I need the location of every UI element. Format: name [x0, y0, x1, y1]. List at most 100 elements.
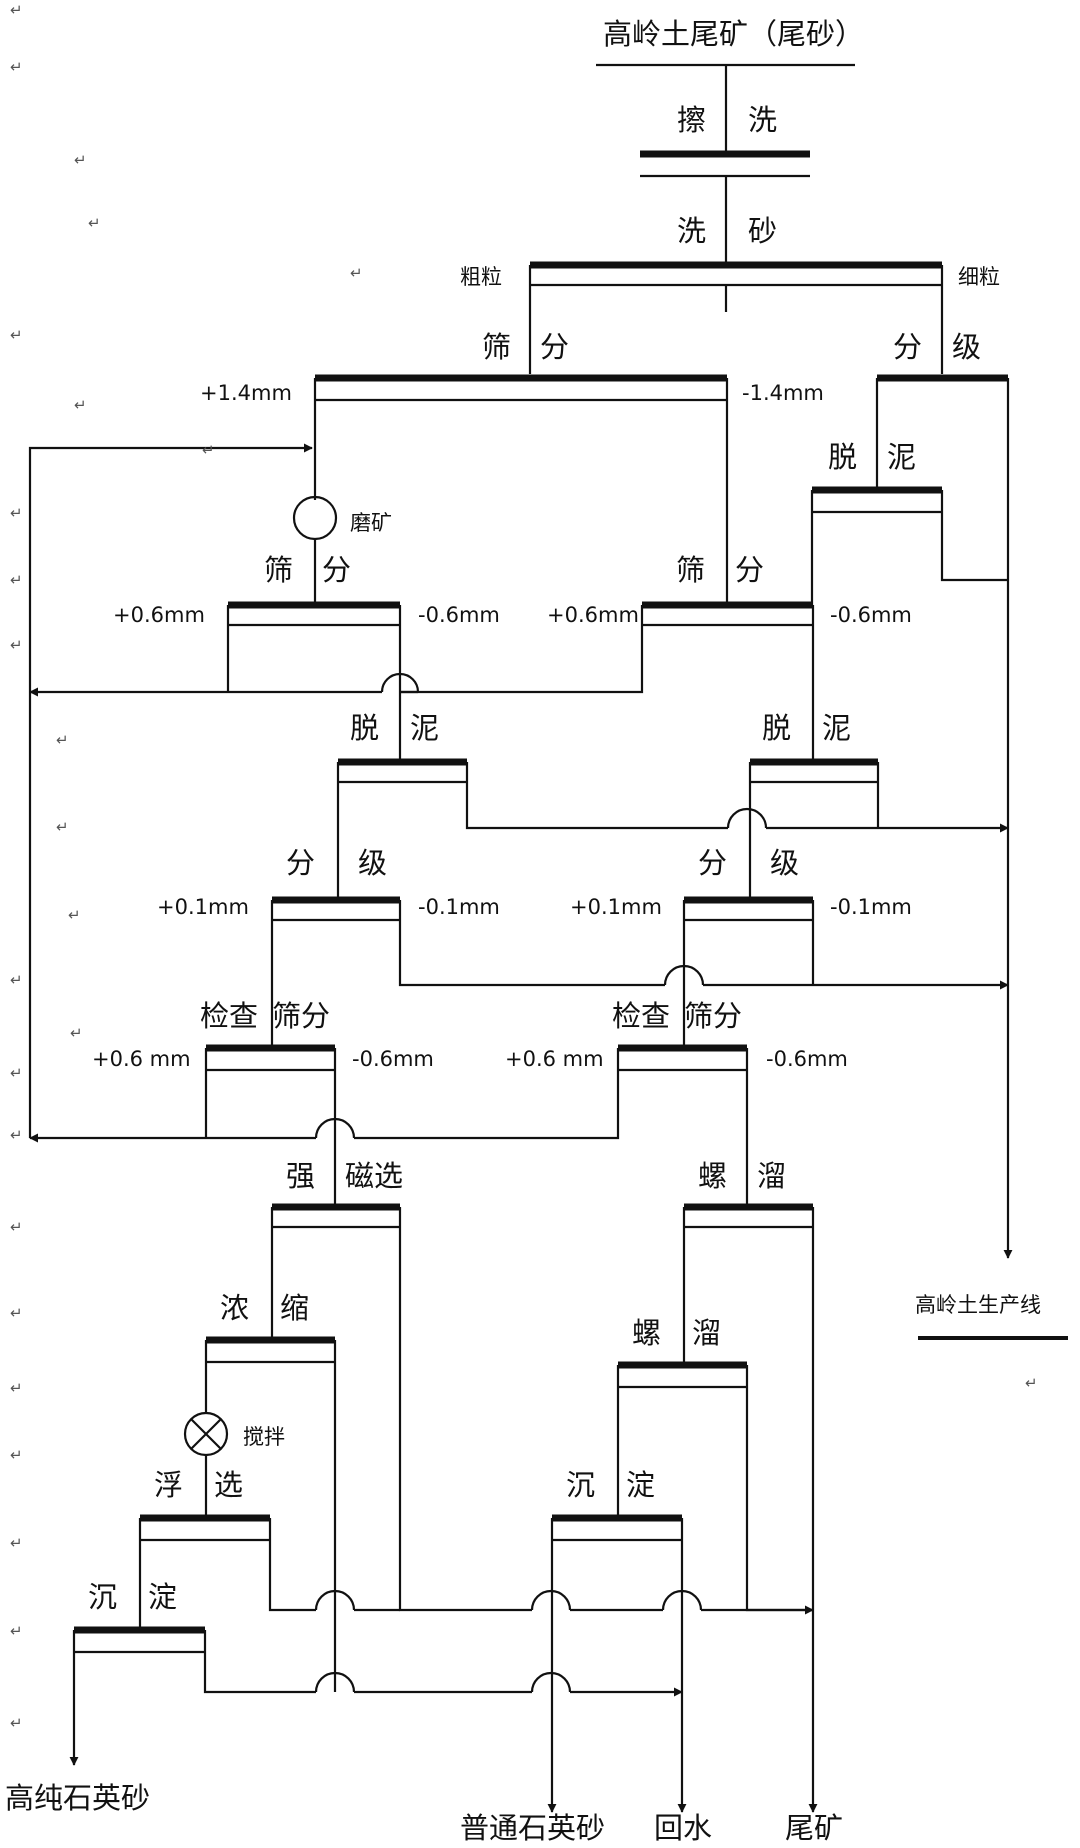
return-mark: ↵ [10, 1064, 23, 1082]
hop-over-line-4 [314, 1117, 356, 1139]
return-mark: ↵ [10, 571, 23, 589]
wash-label-a: 洗 [677, 214, 706, 248]
return-mark: ↵ [70, 1024, 83, 1042]
return-mark: ↵ [68, 906, 81, 924]
return-mark: ↵ [10, 636, 23, 654]
return-mark: ↵ [10, 1534, 23, 1552]
return-line [28, 443, 313, 1138]
return-mark: ↵ [56, 818, 69, 836]
classR-label-b: 级 [770, 846, 799, 880]
desl2R-label-a: 脱 [762, 711, 791, 745]
desl2R-label-b: 泥 [822, 711, 851, 745]
classify1-label-a: 分 [893, 330, 922, 364]
plus06a-label: +0.6mm [113, 603, 205, 627]
settleL-label-b: 淀 [148, 1580, 177, 1614]
desl2L-slime-line [465, 762, 728, 830]
spiral2-label-a: 螺 [632, 1316, 661, 1350]
spiral2-tail-line [745, 1365, 813, 1612]
return-mark: ↵ [350, 264, 363, 282]
return-mark: ↵ [10, 58, 23, 76]
return-mark: ↵ [10, 1446, 23, 1464]
spiral1-label-a: 螺 [698, 1159, 727, 1193]
return-mark: ↵ [202, 441, 215, 459]
plus14-label: +1.4mm [200, 381, 292, 405]
scrub-label-b: 洗 [748, 103, 777, 137]
minus06c-label: -0.6mm [352, 1047, 434, 1071]
minus01b-label: -0.1mm [830, 895, 912, 919]
flotation-tail-line [268, 1518, 316, 1612]
plus06d-label: +0.6 mm [505, 1047, 604, 1071]
checkR-label-b: 筛分 [684, 999, 742, 1033]
settleL-water-line [203, 1630, 316, 1694]
return-mark: ↵ [10, 971, 23, 989]
minus01a-label: -0.1mm [418, 895, 500, 919]
flotation-label-a: 浮 [154, 1468, 183, 1502]
screen06R-label-b: 分 [735, 553, 764, 587]
settleR-label-a: 沉 [566, 1468, 595, 1502]
hop-over-line-9 [530, 1671, 572, 1693]
hop-over-line-2 [726, 807, 768, 829]
classify1-label-b: 级 [952, 330, 981, 364]
screen06L-label-b: 分 [322, 553, 351, 587]
flotation-label-b: 选 [214, 1468, 243, 1502]
return-mark: ↵ [10, 1218, 23, 1236]
plus06b-label: +0.6mm [547, 603, 639, 627]
return-mark: ↵ [10, 1126, 23, 1144]
thicken-label-b: 缩 [280, 1291, 309, 1325]
stirring-cross-2 [190, 1418, 222, 1450]
fine-label: 细粒 [958, 265, 1000, 289]
ordinary-sand-label: 普通石英砂 [460, 1811, 605, 1845]
minus14-label: -1.4mm [742, 381, 824, 405]
wash-label-b: 砂 [748, 214, 777, 248]
settleL-label-a: 沉 [88, 1580, 117, 1614]
return-mark: ↵ [10, 1622, 23, 1640]
desl2L-label-b: 泥 [410, 711, 439, 745]
plus01b-label: +0.1mm [570, 895, 662, 919]
screen14-label-a: 筛 [482, 330, 511, 364]
tailings-label: 尾矿 [785, 1811, 843, 1845]
return-mark: ↵ [88, 214, 101, 232]
plus06c-label: +0.6 mm [92, 1047, 191, 1071]
hop-over-line-1 [380, 672, 420, 693]
minus06b-label: -0.6mm [830, 603, 912, 627]
checkL-label-b: 筛分 [272, 999, 330, 1033]
classR-label-a: 分 [698, 846, 727, 880]
checkR-label-a: 检查 [612, 999, 670, 1033]
paragraph-marks: ↵ ↵ ↵ ↵ ↵ ↵ ↵ ↵ ↵ ↵ ↵ ↵ ↵ ↵ ↵ ↵ ↵ ↵ ↵ ↵ … [10, 1, 1038, 1732]
screen06R-label-a: 筛 [676, 553, 705, 587]
checkL-label-a: 检查 [200, 999, 258, 1033]
thicken-label-a: 浓 [220, 1291, 249, 1325]
coarse-label: 粗粒 [460, 265, 502, 289]
grinding-label: 磨矿 [350, 511, 392, 535]
return-mark: ↵ [10, 1, 23, 19]
desl1-label-b: 泥 [887, 440, 916, 474]
desl2L-label-a: 脱 [350, 711, 379, 745]
screen14-label-b: 分 [540, 330, 569, 364]
classL-fine-line [398, 900, 665, 987]
plus01a-label: +0.1mm [157, 895, 249, 919]
return-mark: ↵ [10, 1304, 23, 1322]
return-mark: ↵ [10, 1714, 23, 1732]
spiral2-label-b: 溜 [692, 1316, 721, 1350]
hop-over-line-5 [314, 1589, 356, 1611]
screen06L-label-a: 筛 [264, 553, 293, 587]
return-mark: ↵ [74, 396, 87, 414]
checkR-plus-return [354, 1048, 620, 1140]
return-mark: ↵ [10, 326, 23, 344]
grinding-mill-icon [292, 495, 338, 541]
return-mark: ↵ [74, 151, 87, 169]
magnetic-mag-line [398, 1207, 532, 1612]
settleR-label-b: 淀 [626, 1468, 655, 1502]
source-title: 高岭土尾矿（尾砂） [603, 17, 864, 51]
desl1-right-line [940, 490, 1008, 582]
return-mark: ↵ [1025, 1374, 1038, 1392]
spiral1-label-b: 溜 [757, 1159, 786, 1193]
desl1-label-a: 脱 [828, 440, 857, 474]
minus06d-label: -0.6mm [766, 1047, 848, 1071]
return-mark: ↵ [56, 731, 69, 749]
magnetic-label-b: 磁选 [345, 1159, 403, 1193]
magnetic-label-a: 强 [286, 1159, 315, 1193]
return-mark: ↵ [10, 504, 23, 522]
classL-label-b: 级 [358, 846, 387, 880]
high-purity-label: 高纯石英砂 [5, 1781, 150, 1815]
